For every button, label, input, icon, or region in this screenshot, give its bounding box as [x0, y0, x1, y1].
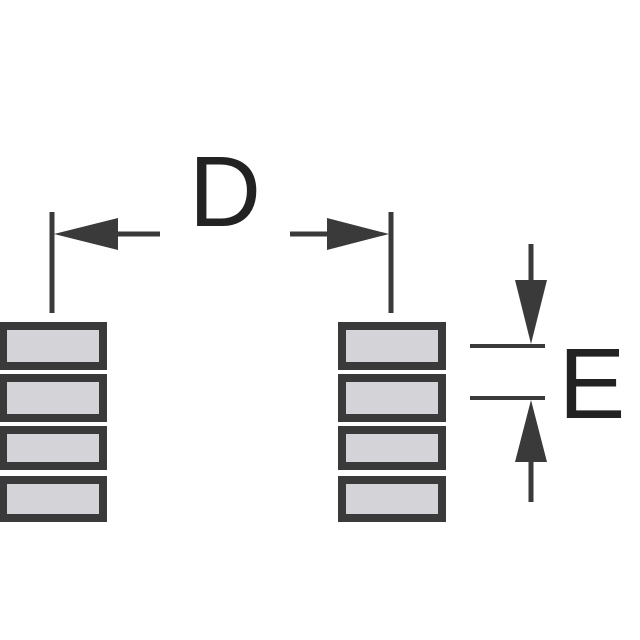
arrowhead-right-icon — [327, 218, 389, 250]
arrowhead-left-icon — [54, 218, 118, 250]
pad — [0, 426, 107, 470]
pad — [338, 322, 446, 370]
arrowhead-down-icon — [515, 280, 547, 344]
right-pad-column — [338, 322, 446, 522]
left-pad-column — [0, 322, 107, 522]
pad — [338, 426, 446, 470]
dimension-e: E — [470, 244, 625, 502]
pad — [338, 476, 446, 522]
pad — [338, 374, 446, 422]
pad — [0, 476, 107, 522]
pad — [0, 374, 107, 422]
dimension-d: D — [49, 136, 394, 313]
label-d: D — [189, 136, 261, 248]
label-e: E — [559, 328, 626, 440]
pad — [0, 322, 107, 370]
arrowhead-up-icon — [515, 400, 547, 462]
